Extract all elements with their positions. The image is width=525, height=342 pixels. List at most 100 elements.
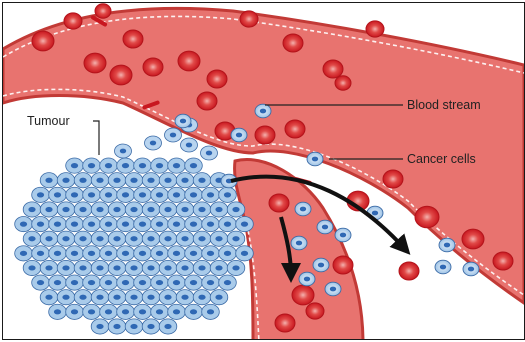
tumour-cell	[117, 217, 135, 232]
escaping-cancer-cell	[145, 136, 162, 150]
red-blood-cell	[143, 58, 163, 76]
tumour-cell	[210, 231, 228, 246]
tumour-cell	[227, 231, 245, 246]
escaping-cancer-cell	[181, 138, 198, 152]
tumour-cell	[57, 290, 75, 305]
tumour-cell	[108, 260, 126, 275]
tumour-cell	[142, 202, 160, 217]
tumour-cell	[185, 187, 203, 202]
red-blood-cell	[275, 314, 295, 332]
tumour-cell	[32, 217, 50, 232]
tumour-cluster	[15, 118, 254, 334]
tumour-cell	[23, 202, 41, 217]
tumour-cell	[176, 173, 194, 188]
red-blood-cell	[399, 262, 419, 280]
tumour-cell	[193, 290, 211, 305]
tumour-cell	[83, 246, 101, 261]
tumour-cell	[159, 173, 177, 188]
red-blood-cell	[306, 303, 324, 319]
red-blood-cell	[285, 120, 305, 138]
red-blood-cell	[178, 51, 200, 71]
red-blood-cell	[32, 31, 54, 51]
tumour-cell	[108, 202, 126, 217]
tumour-cell	[83, 187, 101, 202]
red-blood-cell	[64, 13, 82, 29]
red-blood-cell	[383, 170, 403, 188]
tumour-cell	[236, 246, 254, 261]
tumour-cell	[168, 246, 186, 261]
cancer-cell	[255, 104, 271, 118]
cancer-cell	[463, 262, 479, 276]
tumour-cell	[91, 173, 109, 188]
tumour-cell	[117, 275, 135, 290]
tumour-cell	[49, 275, 67, 290]
tumour-cell	[159, 319, 177, 334]
tumour-cell	[142, 173, 160, 188]
tumour-cell	[100, 275, 118, 290]
tumour-cell	[202, 246, 220, 261]
tumour-cell	[168, 158, 186, 173]
metastasis-diagram: Blood stream Cancer cells Tumour	[3, 3, 524, 339]
tumour-cell	[134, 246, 152, 261]
tumour-cell	[210, 202, 228, 217]
tumour-cell	[91, 260, 109, 275]
tumour-cell	[202, 217, 220, 232]
tumour-cell	[219, 275, 237, 290]
red-blood-cell	[95, 4, 111, 18]
tumour-cell	[176, 202, 194, 217]
tumour-cell	[176, 231, 194, 246]
tumour-cell	[193, 173, 211, 188]
red-blood-cell	[123, 30, 143, 48]
red-blood-cell	[493, 252, 513, 270]
cancer-cell	[325, 282, 341, 296]
tumour-cell	[91, 202, 109, 217]
red-blood-cell	[84, 53, 106, 73]
tumour-cell	[142, 231, 160, 246]
cancer-cell	[307, 152, 323, 166]
tumour-cell	[32, 275, 50, 290]
tumour-cell	[210, 260, 228, 275]
tumour-cell	[108, 173, 126, 188]
tumour-cell	[125, 173, 143, 188]
tumour-cell	[40, 231, 58, 246]
tumour-cell	[57, 173, 75, 188]
red-blood-cell	[283, 34, 303, 52]
tumour-cell	[66, 217, 84, 232]
tumour-cell	[100, 304, 118, 319]
tumour-cell	[168, 304, 186, 319]
tumour-cell	[168, 217, 186, 232]
tumour-cell	[151, 275, 169, 290]
tumour-cell	[151, 246, 169, 261]
tumour-cell	[125, 231, 143, 246]
blood-stream-label: Blood stream	[407, 98, 481, 112]
tumour-cell	[83, 275, 101, 290]
tumour-cell	[40, 290, 58, 305]
tumour-cell	[159, 260, 177, 275]
tumour-cell	[66, 187, 84, 202]
tumour-cell	[74, 231, 92, 246]
tumour-cell	[66, 158, 84, 173]
tumour-cell	[202, 275, 220, 290]
tumour-cell	[83, 217, 101, 232]
tumour-cell	[193, 231, 211, 246]
tumour-cell	[57, 260, 75, 275]
tumour-cell	[83, 304, 101, 319]
tumour-cell	[15, 217, 33, 232]
red-blood-cell	[197, 92, 217, 110]
tumour-cell	[151, 304, 169, 319]
tumour-cell	[40, 173, 58, 188]
tumour-cell	[134, 304, 152, 319]
tumour-cell	[193, 260, 211, 275]
tumour-cell	[49, 187, 67, 202]
tumour-cell	[57, 231, 75, 246]
tumour-cell	[108, 231, 126, 246]
tumour-cell	[185, 158, 203, 173]
tumour-cell	[134, 158, 152, 173]
tumour-cell	[108, 290, 126, 305]
cancer-cell	[299, 272, 315, 286]
tumour-cell	[40, 260, 58, 275]
tumour-cell	[23, 260, 41, 275]
tumour-cell	[100, 246, 118, 261]
tumour-cell	[185, 246, 203, 261]
tumour-cell	[91, 319, 109, 334]
